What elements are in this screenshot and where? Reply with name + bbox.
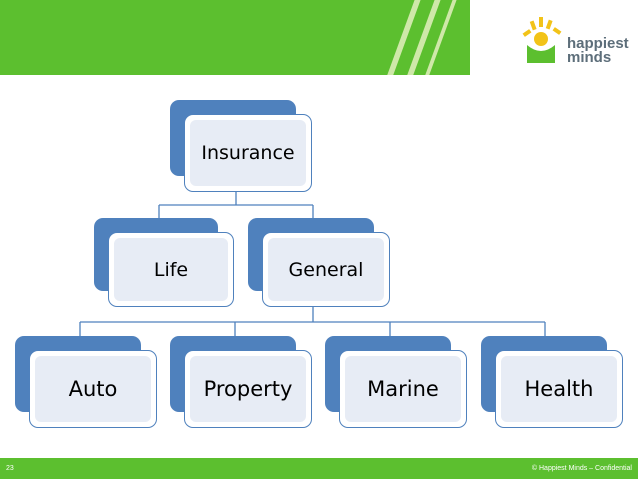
node-label: Insurance	[201, 142, 295, 164]
header-banner	[0, 0, 638, 75]
node-card	[262, 232, 390, 307]
node-card	[184, 350, 312, 428]
node-label: Life	[153, 258, 189, 281]
node-property: Property	[170, 336, 312, 428]
node-card	[184, 114, 312, 192]
node-label: Health	[524, 377, 594, 401]
node-label: Marine	[367, 377, 439, 401]
node-card	[339, 350, 467, 428]
node-card	[495, 350, 623, 428]
logo-line2: minds	[567, 49, 612, 66]
node-label: Property	[203, 377, 293, 401]
node-auto: Auto	[15, 336, 157, 428]
node-insurance: Insurance	[170, 100, 312, 192]
node-marine: Marine	[325, 336, 467, 428]
page-number: 23	[6, 465, 14, 472]
node-general: General	[248, 218, 390, 307]
logo-wordmark: happiest minds	[567, 35, 629, 66]
node-health: Health	[481, 336, 623, 428]
logo-line1: happiest	[567, 35, 629, 52]
node-card	[29, 350, 157, 428]
happiest-minds-logo-icon	[522, 17, 562, 63]
copyright-text: © Happiest Minds – Confidential	[531, 465, 632, 472]
footer-bar	[0, 458, 638, 479]
node-label: Auto	[68, 377, 118, 401]
node-label: General	[288, 258, 364, 281]
node-life: Life	[94, 218, 234, 307]
node-card	[108, 232, 234, 307]
